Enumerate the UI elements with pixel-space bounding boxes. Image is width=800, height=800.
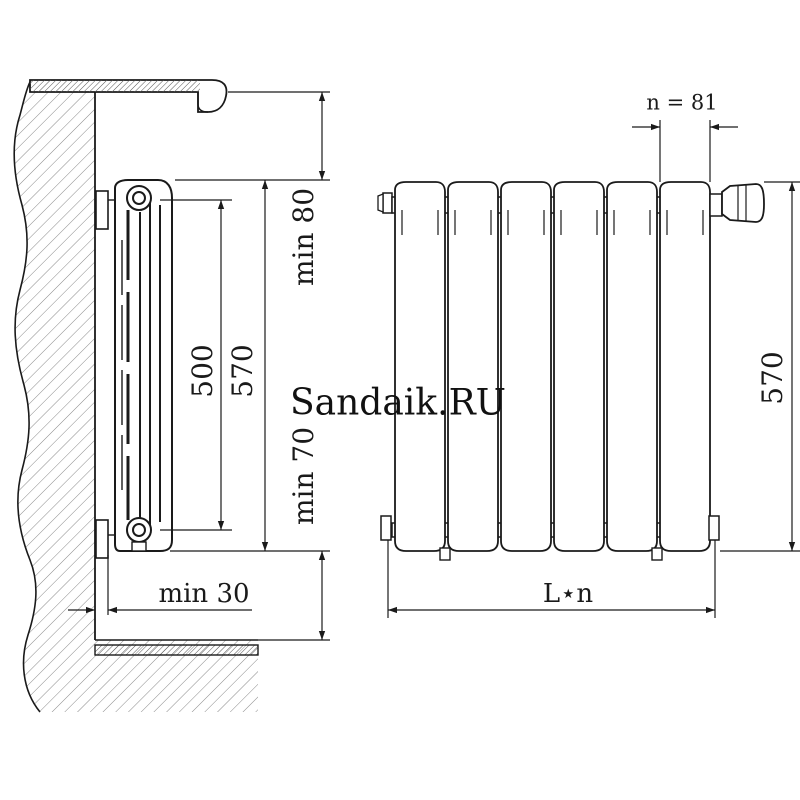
dim-min30-label: min 30 [158, 579, 250, 609]
dim-570-front-label: 570 [756, 351, 789, 405]
top-bracket [95, 190, 109, 230]
window-sill [29, 79, 228, 113]
wall [13, 81, 258, 713]
bottom-bracket [95, 519, 109, 559]
radiator-side-view [95, 179, 173, 559]
dim-length-label: L⋆n [542, 579, 594, 609]
dim-570-side-label: 570 [226, 344, 259, 398]
sections [394, 181, 711, 552]
dim-500-label: 500 [186, 344, 219, 398]
floor [94, 644, 259, 656]
valve-icon [709, 183, 765, 223]
watermark-text: Sandaik.RU [289, 382, 507, 424]
radiator-front-view [377, 181, 765, 561]
dimension-lines [68, 91, 800, 641]
dim-n-label: n = 81 [646, 90, 718, 115]
dim-min80-label: min 80 [287, 187, 320, 287]
left-plug-icon [377, 192, 393, 541]
dim-min70-label: min 70 [287, 426, 320, 526]
